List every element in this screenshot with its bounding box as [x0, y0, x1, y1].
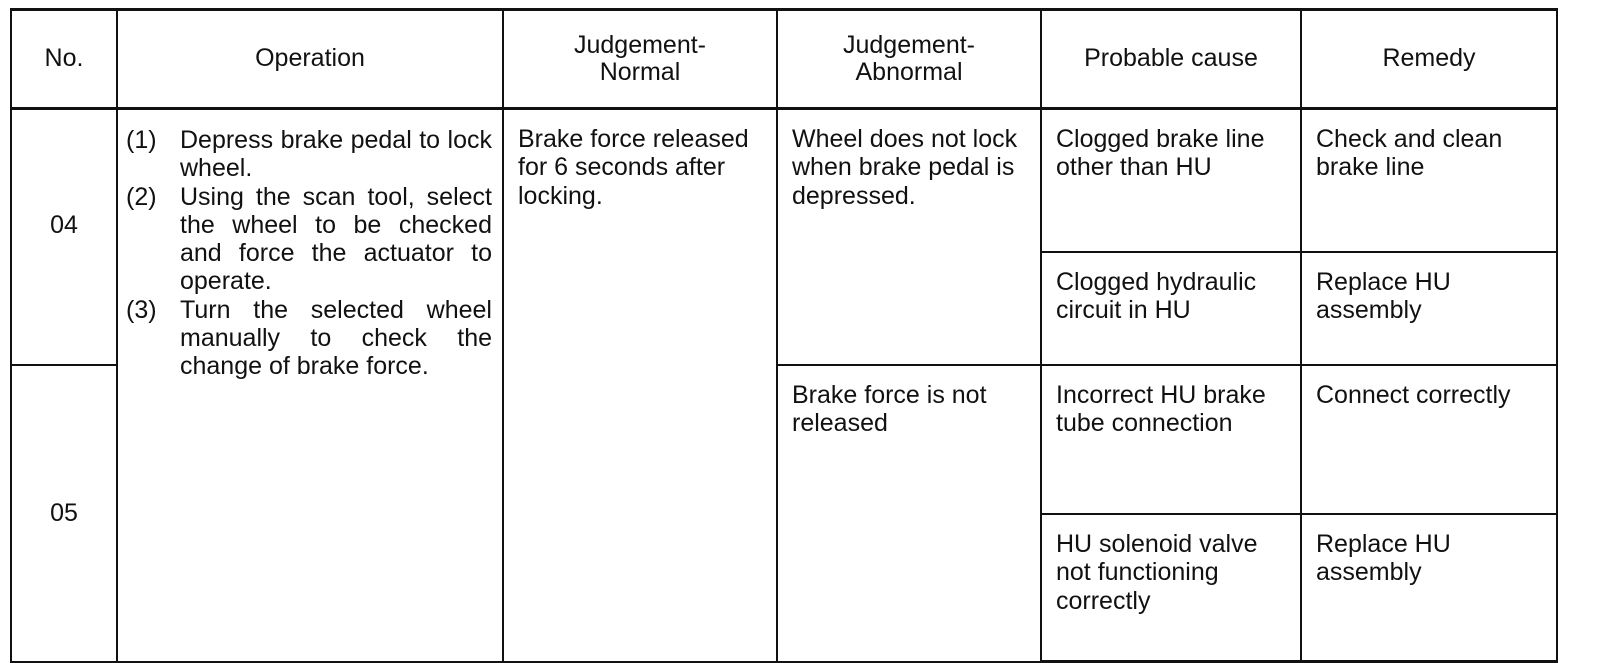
judgement-abnormal-2: Brake force is not released — [776, 364, 1042, 663]
header-probable-cause: Probable cause — [1040, 8, 1302, 110]
step-number: (2) — [126, 182, 157, 211]
operation-step-1: (1) Depress brake pedal to lock wheel. — [126, 126, 492, 183]
step-number: (3) — [126, 295, 157, 324]
diagnosis-table: No. Operation Judgement- Normal Judgemen… — [10, 8, 1558, 663]
header-judgement-abnormal: Judgement- Abnormal — [776, 8, 1042, 110]
remedy-1: Check and clean brake line — [1300, 107, 1558, 253]
header-row: No. Operation Judgement- Normal Judgemen… — [10, 8, 1558, 110]
header-remedy: Remedy — [1300, 8, 1558, 110]
header-operation: Operation — [116, 8, 504, 110]
header-no: No. — [10, 8, 118, 110]
header-judgement-normal: Judgement- Normal — [502, 8, 778, 110]
probable-cause-1: Clogged brake line other than HU — [1040, 107, 1302, 253]
operation-steps: (1) Depress brake pedal to lock wheel. (… — [118, 110, 502, 380]
operation-step-3: (3) Turn the selected wheel manually to … — [126, 296, 492, 381]
operation-step-2: (2) Using the scan tool, select the whee… — [126, 183, 492, 296]
step-number: (1) — [126, 126, 157, 154]
judgement-normal-cell: Brake force released for 6 seconds after… — [502, 107, 778, 663]
operation-cell: (1) Depress brake pedal to lock wheel. (… — [116, 107, 504, 663]
remedy-2: Replace HU assembly — [1300, 251, 1558, 366]
judgement-abnormal-1: Wheel does not lock when brake pedal is … — [776, 107, 1042, 366]
row-number-05: 05 — [10, 364, 118, 663]
table-row: Clogged hydraulic circuit in HU Replace … — [11, 251, 1558, 366]
probable-cause-2: Clogged hydraulic circuit in HU — [1040, 251, 1302, 366]
remedy-3: Connect correctly — [1300, 364, 1558, 515]
step-text: Depress brake pedal to lock wheel. — [180, 126, 492, 183]
probable-cause-4: HU solenoid valve not functioning correc… — [1040, 513, 1302, 663]
remedy-4: Replace HU assembly — [1300, 513, 1558, 663]
diagnosis-sheet: No. Operation Judgement- Normal Judgemen… — [10, 8, 1606, 663]
row-number-04: 04 — [10, 107, 118, 366]
table-row: 04 (1) Depress brake pedal to lock wheel… — [10, 107, 1558, 663]
step-text: Using the scan tool, select the wheel to… — [180, 182, 492, 296]
step-text: Turn the selected wheel manually to chec… — [180, 295, 492, 381]
probable-cause-3: Incorrect HU brake tube connection — [1040, 364, 1302, 515]
